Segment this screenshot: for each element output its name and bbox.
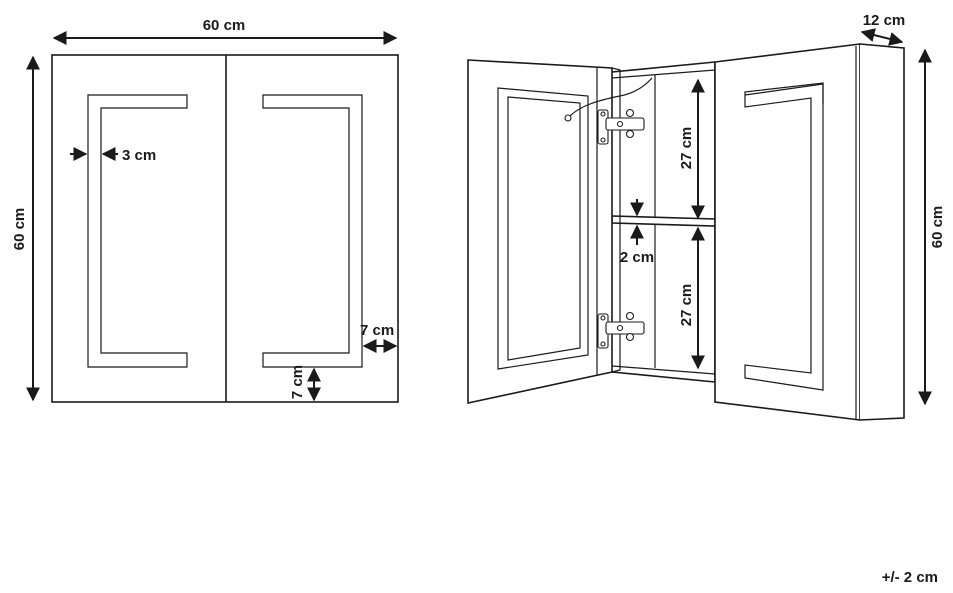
side-margin-label: 7 cm: [360, 322, 394, 339]
left-open-door: [467, 59, 613, 404]
front-view: 60 cm 60 cm 3 cm 7 cm 7 cm: [11, 17, 399, 403]
open-view: 12 cm 60 cm 27 cm 27 cm 2 cm: [467, 12, 946, 421]
tolerance-label: +/- 2 cm: [882, 569, 938, 586]
lower-hinge: [597, 311, 645, 349]
front-height-label: 60 cm: [11, 208, 28, 251]
cabinet-top-inner-edge: [611, 69, 716, 79]
cabinet-side-panel: [859, 43, 905, 421]
shelf-thickness-label: 2 cm: [620, 249, 654, 266]
left-door-thickness: [611, 67, 621, 373]
bottom-margin-label: 7 cm: [289, 365, 306, 399]
left-mirror-frame: [87, 94, 188, 368]
left-door-mirror-outer: [497, 87, 589, 370]
lower-compartment-label: 27 cm: [678, 284, 695, 327]
upper-compartment-label: 27 cm: [678, 127, 695, 170]
frame-width-label: 3 cm: [122, 147, 156, 164]
cable-plug: [564, 114, 572, 122]
left-door-mirror-inner: [507, 96, 581, 361]
cabinet-top-edge: [611, 61, 716, 73]
depth-label: 12 cm: [863, 12, 906, 29]
front-width-label: 60 cm: [203, 17, 246, 34]
right-door: [714, 43, 861, 421]
right-mirror-frame: [262, 94, 363, 368]
upper-hinge: [597, 108, 645, 145]
front-cabinet-outline: [51, 54, 399, 403]
open-height-label: 60 cm: [929, 206, 946, 249]
shelf: [611, 215, 716, 227]
cabinet-bottom-edge: [611, 371, 716, 383]
door-cable: [567, 77, 653, 119]
cabinet-bottom-inner-edge: [611, 365, 716, 375]
right-door-mirror-frame: [744, 82, 824, 391]
depth-dimension: [860, 28, 904, 46]
